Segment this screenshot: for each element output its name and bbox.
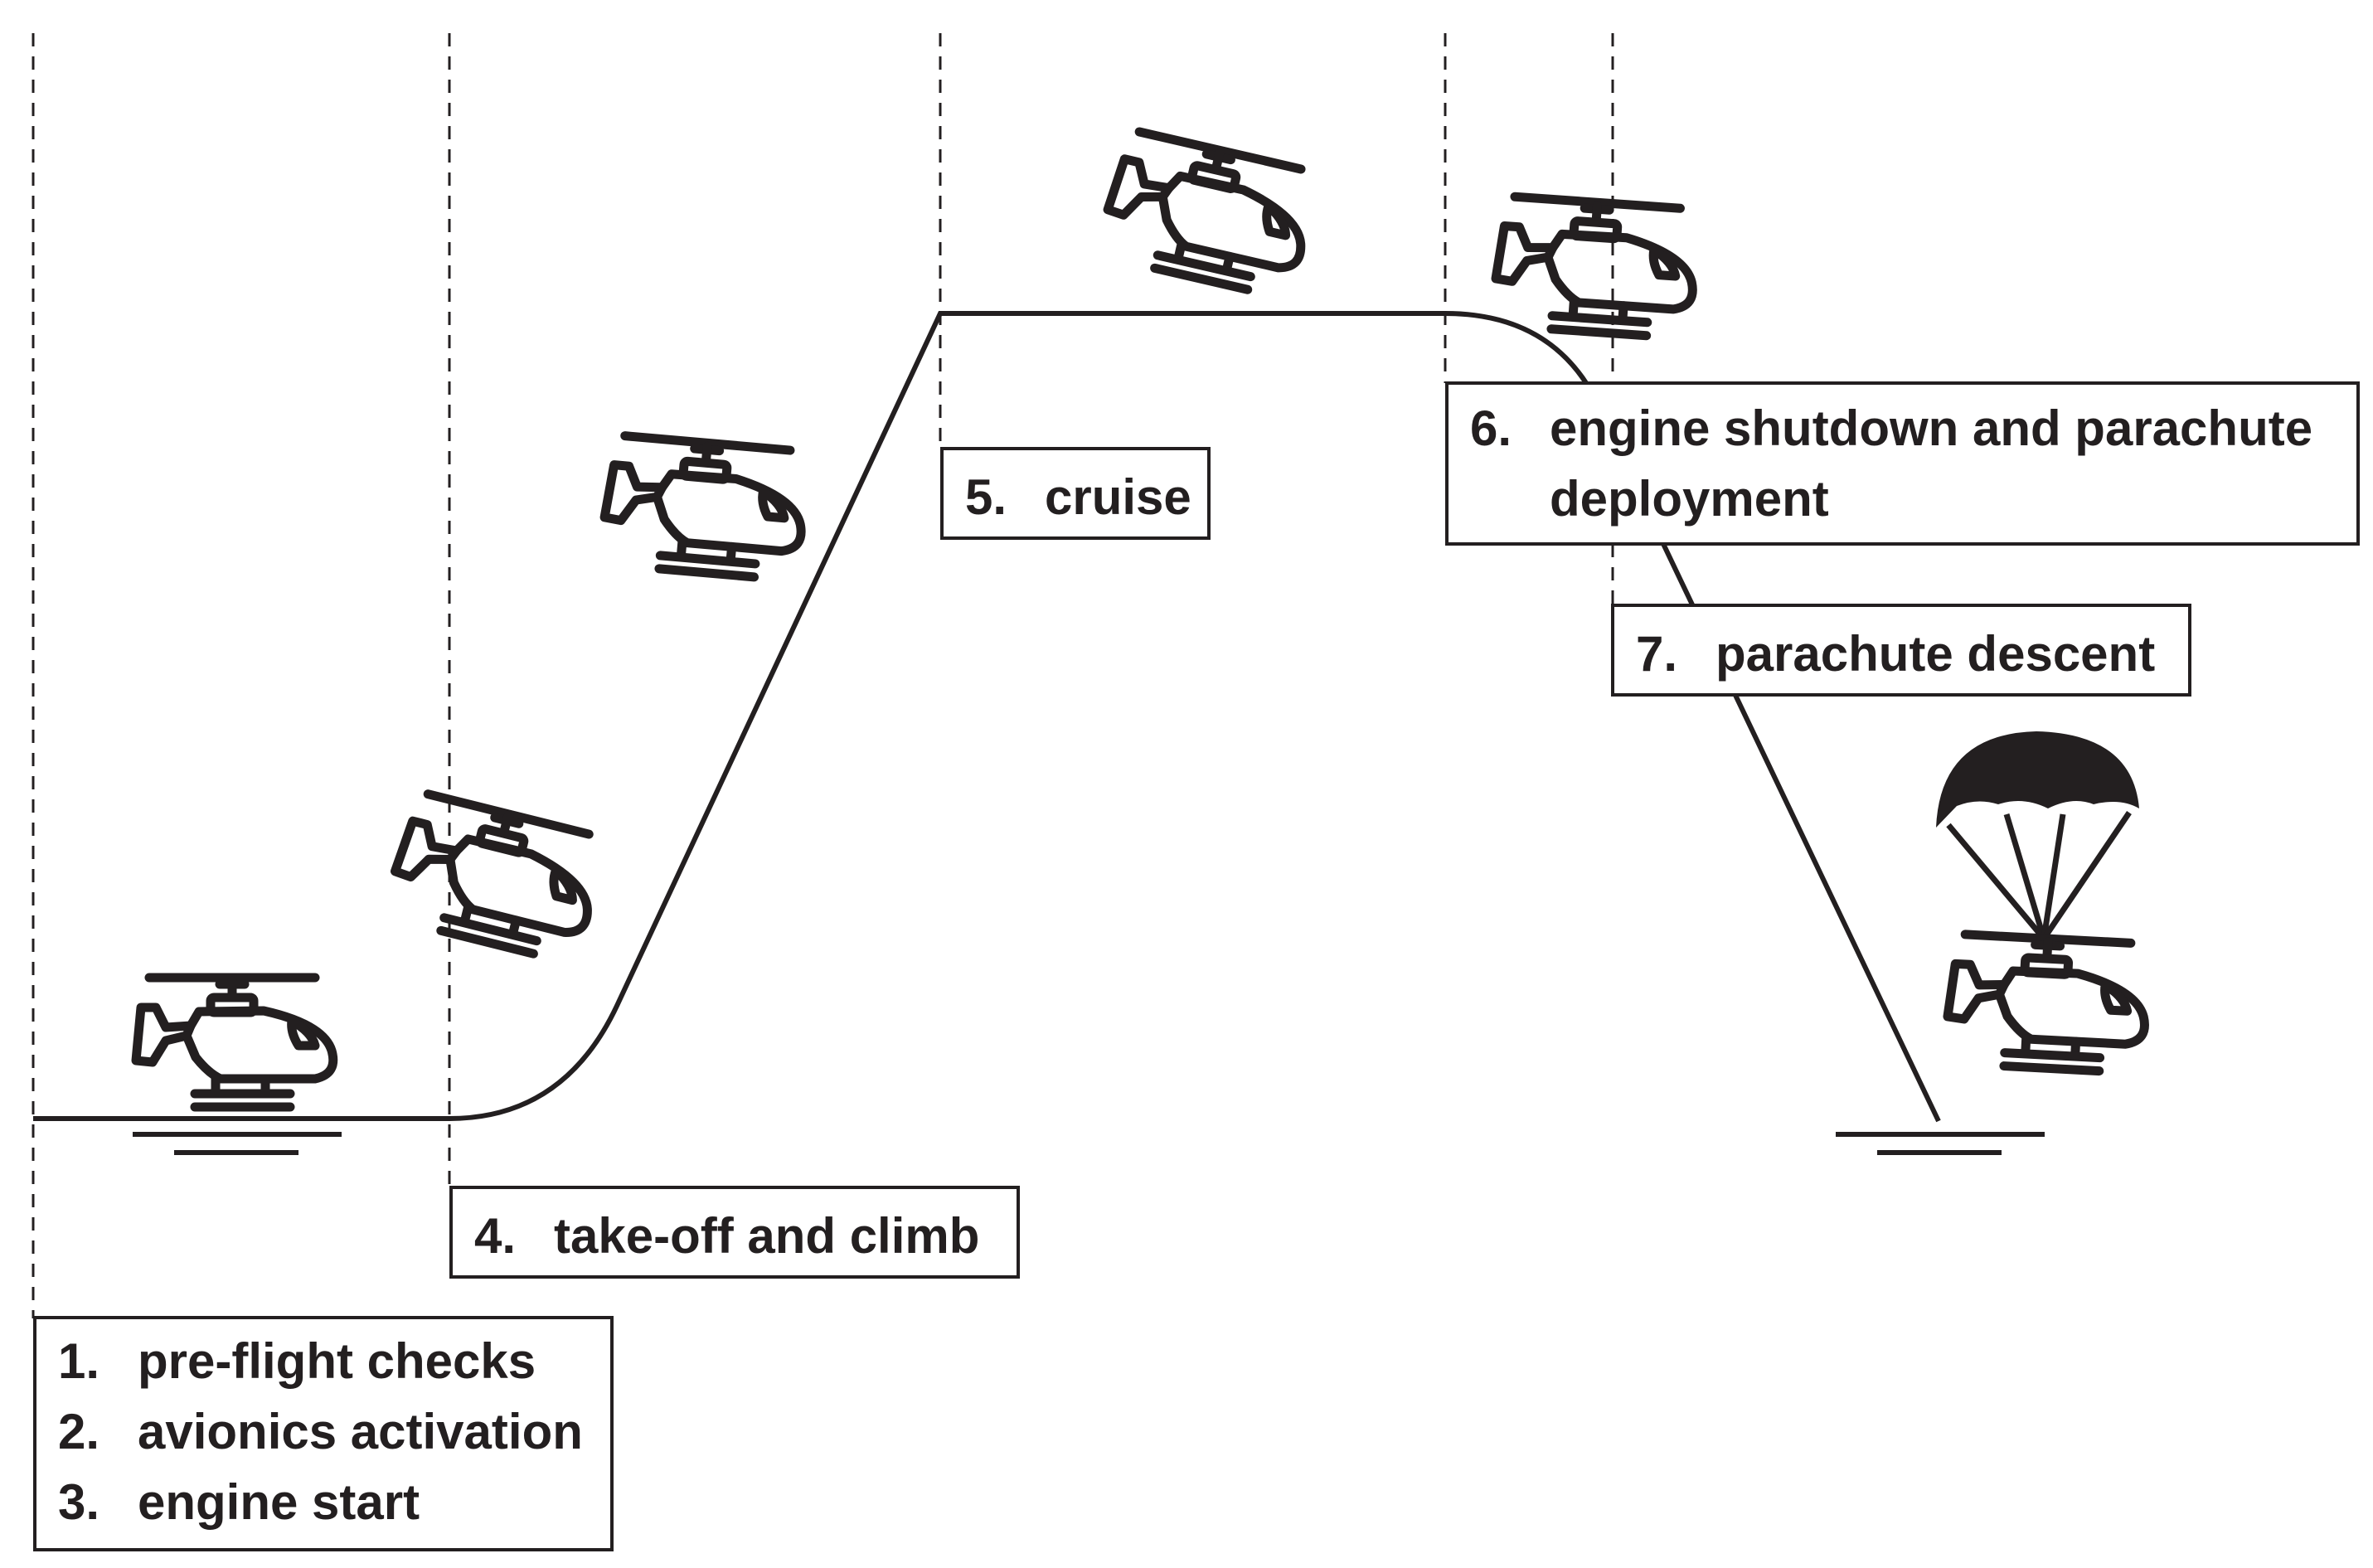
step-number: 5. [965,469,1007,525]
phase-step: 2. avionics activation [58,1396,610,1467]
step-label: pre-flight checks [138,1333,536,1389]
phase-box-engine-shutdown: 6. engine shutdown and parachute deploym… [1445,381,2360,546]
step-label: parachute descent [1715,626,2156,682]
step-number: 3. [58,1474,100,1531]
step-number: 4. [474,1208,517,1264]
phase-step: 5. cruise [965,462,1207,532]
ground-icon [133,1132,342,1155]
phase-step: 4. take-off and climb [474,1201,1017,1271]
flight-altitude-profile [33,311,1941,1123]
phase-box-takeoff: 4. take-off and climb [449,1186,1020,1279]
phase-box-ground-preparation: 1. pre-flight checks 2. avionics activat… [33,1316,614,1551]
step-label: avionics activation [138,1404,583,1460]
phase-step: 7. parachute descent [1636,619,2188,689]
phase-divider-lines [32,33,1614,1318]
step-number: 1. [58,1333,100,1389]
helicopter-icon [136,978,333,1107]
parachute-icon [1936,731,2139,941]
phase-box-parachute-descent: 7. parachute descent [1611,604,2191,697]
helicopter-icon [1097,129,1318,299]
phase-step: 3. engine start [58,1467,610,1537]
step-label: cruise [1045,469,1191,525]
step-label: engine start [138,1474,420,1531]
helicopter-icon [600,434,808,580]
phase-step: 1. pre-flight checks [58,1326,610,1396]
helicopter-icon [1945,934,2149,1073]
helicopter-icon [1492,196,1698,338]
helicopter-icon [384,791,606,964]
ground-icon [1836,1132,2045,1155]
step-label: engine shutdown and parachute deployment [1550,400,2313,527]
phase-box-cruise: 5. cruise [940,447,1211,540]
step-number: 7. [1636,626,1678,682]
step-number: 6. [1470,400,1512,456]
phase-step: 6. engine shutdown and parachute deploym… [1470,393,2337,534]
step-label: take-off and climb [554,1208,980,1264]
step-number: 2. [58,1404,100,1460]
